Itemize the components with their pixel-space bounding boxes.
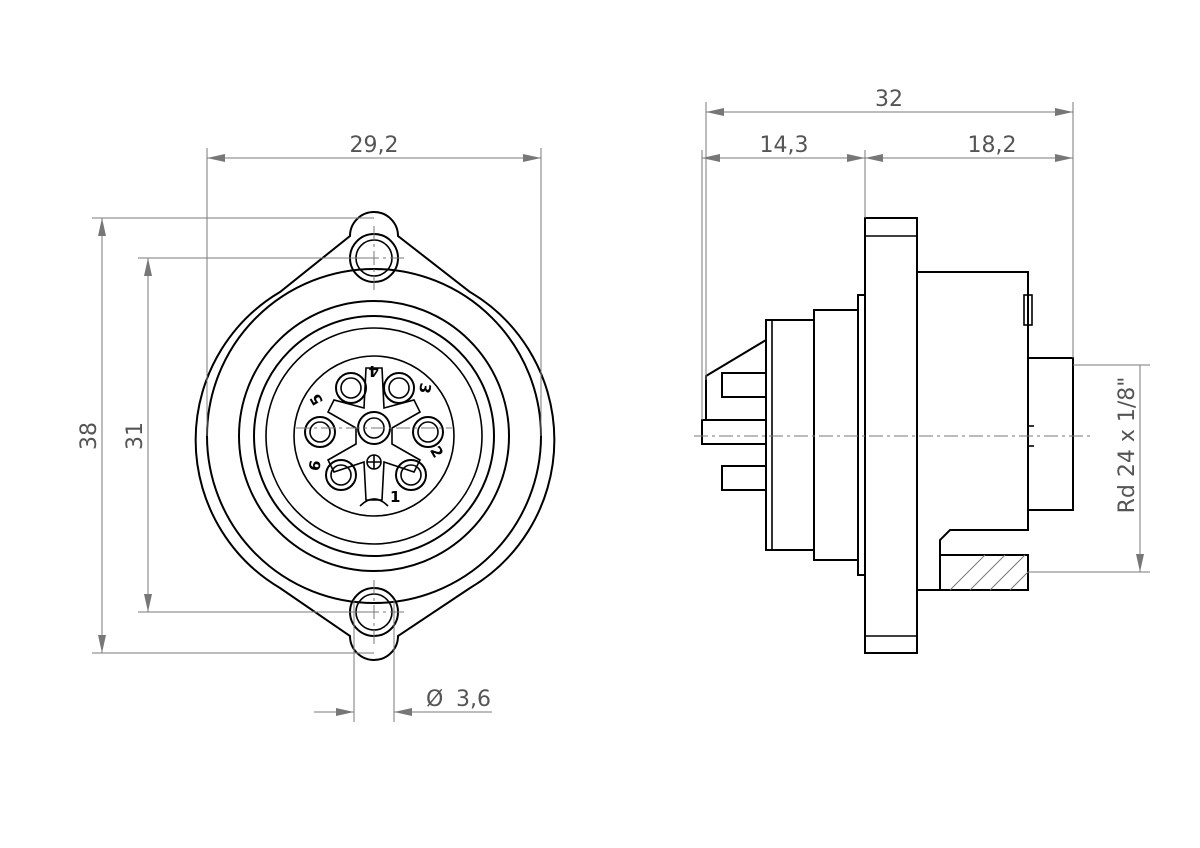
dim-front-height: 38 [77, 422, 102, 450]
side-step-2 [813, 309, 859, 561]
pin-label-1: 1 [390, 488, 400, 506]
front-flange-outline [194, 211, 556, 661]
front-ring-3 [265, 327, 483, 545]
dim-hole-diameter: 3,6 [456, 687, 491, 712]
front-insert-circle [293, 355, 455, 517]
coding-key [359, 498, 389, 507]
dim-hole-spacing: 31 [123, 422, 148, 450]
side-thread [1027, 357, 1074, 511]
dim-hole-symbol: Ø [426, 687, 443, 712]
front-dimensions: 29,2 38 31 Ø 3,6 [77, 133, 542, 722]
pin-label-3: 3 [415, 381, 435, 394]
dim-side-front: 14,3 [760, 133, 809, 158]
contact-pin-1 [395, 459, 427, 491]
dim-side-back: 18,2 [968, 133, 1017, 158]
dim-side-total: 32 [875, 87, 903, 112]
front-outer-circle [206, 268, 542, 604]
contact-pin-6 [325, 459, 357, 491]
pin-label-2: 2 [426, 443, 447, 461]
front-view: 1 2 3 4 5 6 [194, 211, 556, 661]
dim-thread: Rd 24 x 1/8" [1115, 377, 1140, 514]
side-latch [705, 339, 767, 420]
side-step-1 [765, 319, 815, 551]
pin-label-5: 5 [306, 390, 327, 408]
dim-front-width: 29,2 [350, 133, 399, 158]
insert-star [326, 367, 422, 501]
side-view [694, 217, 1092, 654]
pin-label-4: 4 [369, 362, 379, 380]
contact-pin-5 [304, 416, 336, 448]
side-nut-hatched [939, 554, 1029, 591]
contact-pin-3 [383, 372, 415, 404]
front-ring-2 [253, 315, 495, 557]
side-dimensions: 32 14,3 18,2 Rd 24 x 1/8" [701, 87, 1150, 573]
front-ring-1 [238, 300, 510, 572]
contact-pin-4 [335, 372, 367, 404]
pin-label-6: 6 [305, 459, 325, 472]
contact-pin-2 [412, 416, 444, 448]
side-rear-body [917, 271, 1029, 591]
